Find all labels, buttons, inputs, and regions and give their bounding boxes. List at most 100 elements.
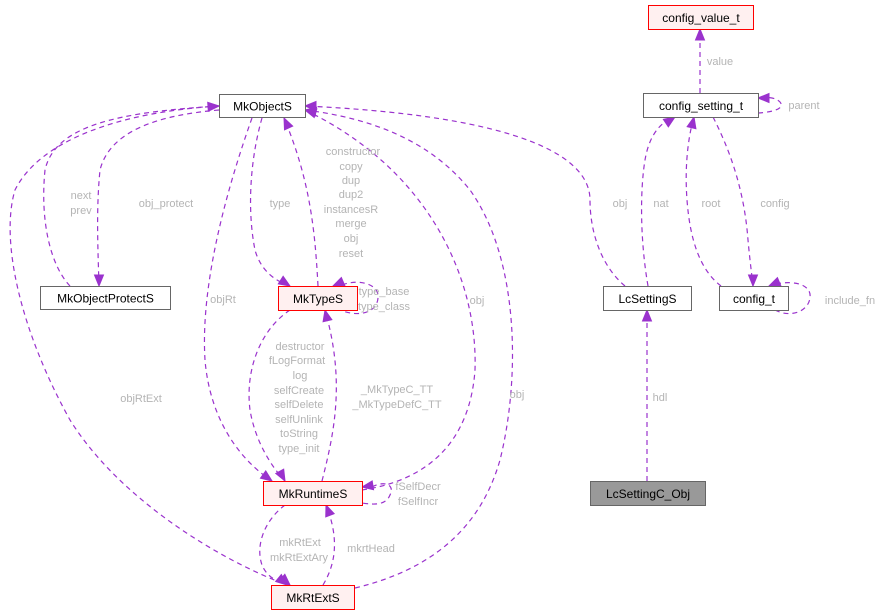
node-label: MkObjectProtectS: [57, 292, 154, 306]
node-mkobjects[interactable]: MkObjectS: [219, 94, 306, 118]
edge-label: _MkTypeDefC_TT: [351, 399, 442, 411]
node-box: [219, 94, 306, 118]
edge-label: dup: [342, 175, 360, 187]
edge-mkobjects-to-mkrtexts-labels: objRtExt: [120, 393, 162, 405]
edge-label: objRtExt: [120, 393, 162, 405]
node-lcsettingc-obj[interactable]: LcSettingC_Obj: [590, 481, 706, 506]
node-box: [590, 481, 706, 506]
edge-config-setting-t-to-config-setting-t-labels: parent: [788, 100, 819, 112]
nodes-layer: MkObjectS MkObjectProtectS MkTypeS MkRuntim…: [40, 5, 789, 610]
edge-lcsettingc-obj-to-lcsettings-labels: hdl: [653, 392, 668, 404]
edge-label: _MkTypeC_TT: [360, 384, 433, 396]
node-label: MkRuntimeS: [279, 487, 348, 501]
node-label: config_setting_t: [659, 99, 744, 113]
edge-config-setting-t-to-config-value-t: [694, 27, 706, 93]
node-label: config_t: [733, 292, 776, 306]
edge-mktypes-to-mkruntimes: [248, 309, 291, 483]
edge-label: obj: [344, 233, 359, 245]
node-label: MkRtExtS: [286, 591, 339, 605]
node-mkobjectprotects[interactable]: MkObjectProtectS: [40, 286, 171, 310]
edge-mkrtexts-to-mkruntimes: [322, 503, 336, 586]
edge-line: [322, 504, 336, 586]
edge-label: dup2: [339, 189, 363, 201]
arrowhead-icon: [325, 503, 336, 518]
arrowhead-icon: [274, 468, 286, 483]
arrowhead-icon: [747, 274, 759, 288]
edge-label: destructor: [276, 341, 325, 353]
arrowhead-icon: [662, 116, 677, 128]
edge-line: [361, 483, 392, 505]
edge-label: mkRtExtAry: [270, 552, 329, 564]
node-box: [603, 286, 692, 311]
arrowhead-icon: [756, 92, 770, 104]
edge-lcsettingc-obj-to-lcsettings: [641, 308, 653, 481]
edge-label: selfDelete: [275, 399, 324, 411]
arrowhead-icon: [259, 469, 274, 482]
edge-label: config: [760, 198, 789, 210]
edge-mkruntimes-to-mkruntimes: [360, 480, 392, 505]
edge-line: [248, 309, 291, 482]
arrowhead-icon: [686, 115, 697, 130]
arrowhead-icon: [303, 100, 317, 112]
arrowhead-icon: [641, 308, 653, 322]
node-mkrtexts[interactable]: MkRtExtS: [271, 585, 355, 610]
node-box: [263, 481, 363, 506]
edge-label: fSelfIncr: [398, 496, 439, 508]
edge-mkrtexts-to-mkobjects: [303, 106, 514, 589]
edge-config-t-to-config-setting-t: [685, 115, 722, 287]
edge-config-setting-t-to-config-t-labels: config: [760, 198, 789, 210]
edge-mkrtexts-to-mkruntimes-labels: mkrtHead: [347, 543, 395, 555]
edge-config-t-to-config-t: [767, 276, 811, 315]
node-config-value-t[interactable]: config_value_t: [648, 5, 754, 30]
edge-line: [43, 105, 220, 287]
arrowhead-icon: [277, 275, 292, 287]
edge-label: include_fn: [825, 295, 875, 307]
edge-label: constructor: [326, 146, 381, 158]
edge-mktypes-to-mkobjects-labels: constructorcopydupdup2instancesRmergeobj…: [324, 146, 381, 260]
edge-label: root: [702, 198, 721, 210]
edge-lcsettings-to-mkobjects-labels: obj: [613, 198, 628, 210]
edge-mkobjects-to-mkobjectprotects: [93, 109, 220, 288]
edge-label: obj: [510, 389, 525, 401]
edge-line: [9, 105, 288, 586]
node-config-t[interactable]: config_t: [719, 286, 789, 311]
node-label: MkObjectS: [233, 100, 292, 114]
node-config-setting-t[interactable]: config_setting_t: [643, 93, 759, 118]
edge-line: [304, 105, 626, 287]
edge-line: [304, 109, 514, 589]
edge-lcsettings-to-config-setting-t-labels: nat: [653, 198, 668, 210]
edge-line: [249, 117, 291, 287]
edge-label: merge: [335, 218, 366, 230]
edge-line: [97, 109, 220, 287]
edge-mkobjects-to-mktypes: [249, 117, 292, 287]
edge-label: obj: [470, 295, 485, 307]
edge-config-t-to-config-setting-t-labels: root: [702, 198, 721, 210]
edge-mktypes-to-mkruntimes-labels: destructorfLogFormatlogselfCreateselfDel…: [269, 341, 325, 455]
node-lcsettings[interactable]: LcSettingS: [603, 286, 692, 311]
edge-label: type_init: [279, 443, 320, 455]
node-mktypes[interactable]: MkTypeS: [278, 286, 358, 311]
node-label: MkTypeS: [293, 292, 343, 306]
edge-label: parent: [788, 100, 819, 112]
edge-label: mkRtExt: [279, 537, 321, 549]
edge-mkruntimes-to-mkobjects-labels: obj: [470, 295, 485, 307]
edge-label: fSelfDecr: [395, 481, 441, 493]
edge-line: [712, 116, 754, 287]
edge-label: hdl: [653, 392, 668, 404]
edge-label: obj: [613, 198, 628, 210]
edge-label: obj_protect: [139, 198, 193, 210]
edge-label: prev: [70, 205, 92, 217]
edge-line: [339, 281, 379, 315]
edge-mkobjects-to-mkrtexts: [9, 105, 289, 586]
edge-lcsettings-to-config-setting-t: [640, 116, 677, 287]
edge-mkobjects-to-mkobjectprotects-labels: obj_protect: [139, 198, 193, 210]
edge-config-setting-t-to-config-t: [712, 116, 759, 288]
edge-line: [321, 309, 337, 482]
node-label: config_value_t: [662, 11, 740, 25]
edge-label: toString: [280, 428, 318, 440]
node-mkruntimes[interactable]: MkRuntimeS: [263, 481, 363, 506]
edge-label: type: [270, 198, 291, 210]
arrowhead-icon: [93, 274, 105, 288]
